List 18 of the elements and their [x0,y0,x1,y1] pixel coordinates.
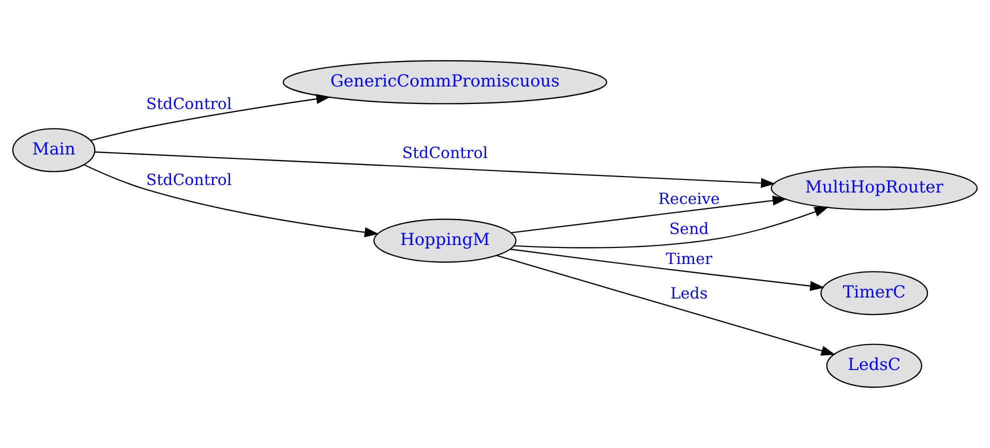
edge-label: Timer [666,250,712,268]
edge-label: StdControl [146,171,232,190]
node-ellipse: HoppingM [373,218,517,263]
arrow [510,248,824,291]
node-ellipse: Main [12,128,96,172]
arrow [514,206,829,248]
node-ellipse: LedsC [826,344,922,388]
edge-label: Send [669,220,709,238]
arrow [496,254,836,356]
arrow [95,151,776,188]
edge-label: StdControl [146,94,232,113]
arrow [90,94,331,141]
edge-label: Receive [658,190,720,208]
arrow [84,164,379,238]
node-ellipse: TimerC [820,271,928,316]
arrow [511,196,787,234]
edge-label: Leds [670,284,708,302]
edge-label: StdControl [402,144,488,162]
